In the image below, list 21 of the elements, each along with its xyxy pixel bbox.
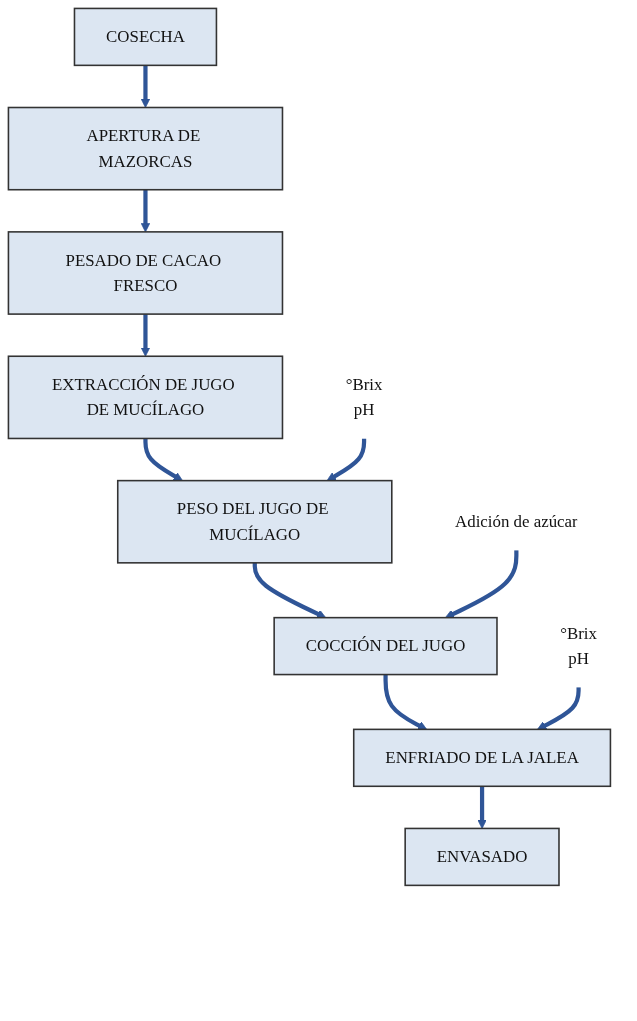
node-text: Adición de azúcar <box>455 512 578 531</box>
arrow <box>140 189 151 233</box>
node-box: APERTURA DE MAZORCAS <box>7 106 284 191</box>
node-text: °Brix pH <box>560 623 597 668</box>
arrow <box>140 314 151 357</box>
arrow <box>252 562 327 619</box>
node-box: ENVASADO <box>404 827 560 887</box>
node-box: EXTRACCIÓN DE JUGO DE MUCÍLAGO <box>7 355 284 440</box>
node-box: PESADO DE CACAO FRESCO <box>7 231 284 315</box>
node-box: COCCIÓN DEL JUGO <box>273 616 498 676</box>
arrow <box>445 550 519 619</box>
arrow <box>326 438 367 482</box>
arrow <box>477 786 487 829</box>
arrow <box>143 438 183 482</box>
arrow <box>383 674 428 730</box>
node-box: ENFRIADO DE LA JALEA <box>352 728 612 788</box>
arrow <box>140 65 151 108</box>
node-box: COSECHA <box>73 7 218 67</box>
node-box: PESO DEL JUGO DE MUCÍLAGO <box>116 479 393 564</box>
node-text: °Brix pH <box>345 375 383 419</box>
arrow <box>537 687 581 730</box>
